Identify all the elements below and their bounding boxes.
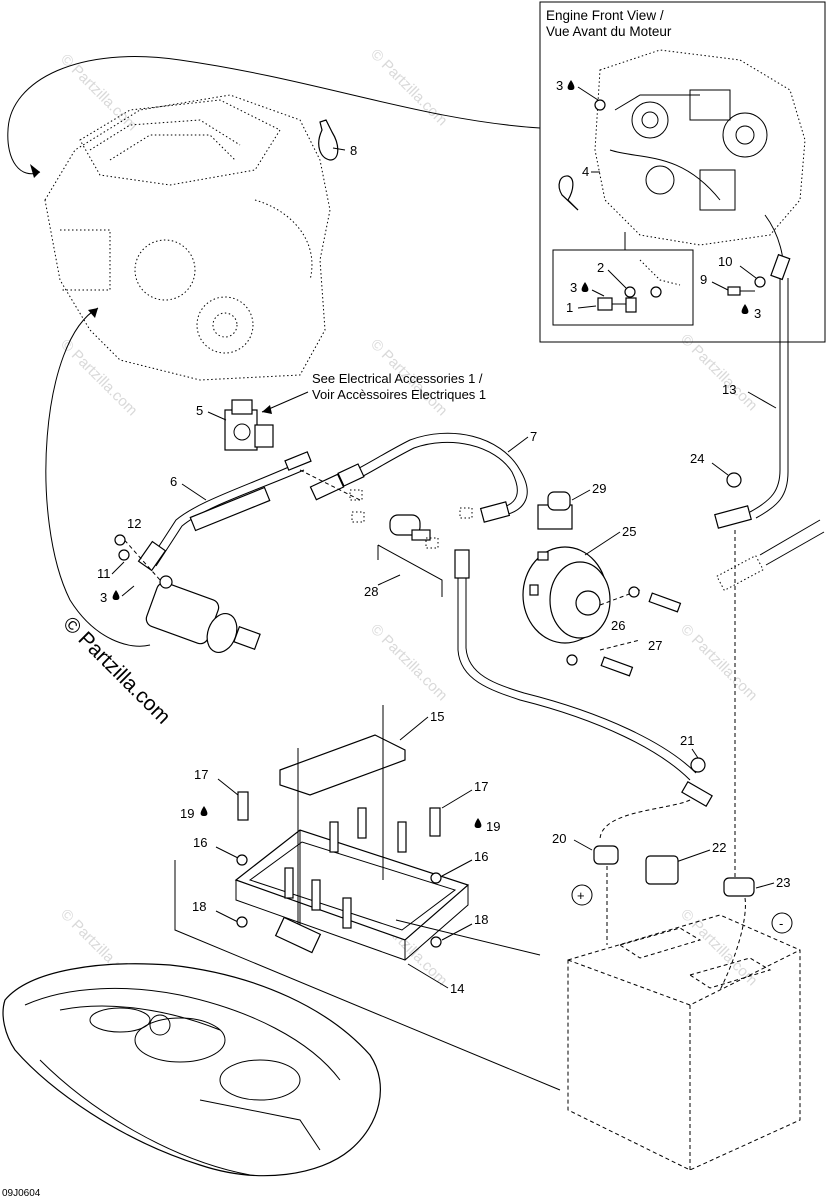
- note-line1: See Electrical Accessories 1 /: [312, 371, 483, 386]
- callout-16b: 16: [474, 849, 488, 864]
- callout-13: 13: [722, 382, 736, 397]
- callout-17: 17: [194, 767, 208, 782]
- callout-1: 1: [566, 300, 573, 315]
- sealant-drop-icon: [567, 80, 575, 90]
- watermark-text: © Partzilla.com: [57, 336, 140, 419]
- callout-11: 11: [97, 566, 111, 581]
- watermark-text: © Partzilla.com: [677, 331, 760, 414]
- callout-22: 22: [712, 840, 726, 855]
- callout-6: 6: [170, 474, 177, 489]
- sealant-drop-icon: [581, 282, 589, 292]
- battery-tray-assembly: 15 14 17 19 17 19 16 16 18 18: [180, 705, 500, 996]
- hardware-subbox: [552, 249, 694, 326]
- callout-4: 4: [582, 164, 589, 179]
- boat-illustration: [2, 963, 381, 1177]
- callout-3d: 3: [100, 590, 107, 605]
- callout-18b: 18: [474, 912, 488, 927]
- battery-outline: [567, 914, 801, 1171]
- callout-3: 3: [556, 78, 563, 93]
- watermark-text: © Partzilla.com: [367, 46, 450, 129]
- part-20-positive-clamp: [593, 845, 619, 865]
- tray-to-boat-line: [174, 860, 561, 1091]
- callout-20: 20: [552, 831, 566, 846]
- callout-3c: 3: [754, 306, 761, 321]
- positive-symbol: +: [577, 888, 585, 903]
- callout-21: 21: [680, 733, 694, 748]
- callout-9: 9: [700, 272, 707, 287]
- callout-15: 15: [430, 709, 444, 724]
- part-22-boot: [645, 855, 679, 885]
- watermark-text: © Partzilla.com: [367, 621, 450, 704]
- sealant-drop-icon: [112, 590, 120, 600]
- part-25-horn: 25: [522, 524, 636, 644]
- part-29-boot: 29: [537, 481, 606, 530]
- watermark-text: © Partzilla.com: [677, 621, 760, 704]
- callout-16: 16: [193, 835, 207, 850]
- callout-18: 18: [192, 899, 206, 914]
- callout-10: 10: [718, 254, 732, 269]
- callout-27: 27: [648, 638, 662, 653]
- part-1-screw-head: [597, 297, 613, 311]
- sealant-drop-icon: [474, 818, 482, 828]
- part-13-cable: 13 24: [690, 278, 825, 880]
- part-21-cable: 21: [454, 549, 713, 841]
- nut: [351, 511, 365, 523]
- inset-title-line2: Vue Avant du Moteur: [546, 24, 672, 39]
- starter-motor: 12 11 3: [97, 516, 261, 653]
- callout-25: 25: [622, 524, 636, 539]
- callout-19: 19: [180, 806, 194, 821]
- watermark-text: © Partzilla.com: [57, 51, 140, 134]
- positive-marker: [571, 884, 593, 906]
- engine-illustration: [44, 94, 331, 381]
- part-4-clip: [558, 175, 579, 211]
- arrow-head: [30, 164, 40, 178]
- callout-17b: 17: [474, 779, 488, 794]
- part-5-solenoid: 5: [196, 399, 274, 451]
- copyright-text: © Partzilla.com: [58, 612, 174, 728]
- part-9-screw: [727, 286, 741, 296]
- callout-14: 14: [450, 981, 464, 996]
- callout-7: 7: [530, 429, 537, 444]
- engine-starter-link-line: [45, 307, 151, 647]
- inset-frame: [539, 1, 826, 343]
- callout-5: 5: [196, 403, 203, 418]
- engine-front-illustration: [594, 49, 806, 246]
- callout-23: 23: [776, 875, 790, 890]
- tray-to-battery-line: [395, 919, 541, 956]
- parts-26-27-screws: 26 27: [566, 586, 682, 677]
- part-23-negative-clamp: [723, 877, 755, 897]
- callout-8: 8: [350, 143, 357, 158]
- view-arrow-line: [7, 56, 541, 175]
- callout-26: 26: [611, 618, 625, 633]
- callout-29: 29: [592, 481, 606, 496]
- callout-19b: 19: [486, 819, 500, 834]
- inset-callouts: 3 4 2 3 1 10 9 3: [556, 78, 791, 321]
- part-10-washer: [754, 276, 766, 288]
- callout-2: 2: [597, 260, 604, 275]
- diagram-code: 09J0604: [2, 1188, 41, 1199]
- callout-24: 24: [690, 451, 704, 466]
- sealant-drop-icon: [741, 304, 749, 314]
- part-7-cable: 7: [309, 429, 537, 523]
- inset-title-line1: Engine Front View /: [546, 8, 664, 23]
- negative-symbol: -: [779, 916, 783, 931]
- negative-marker: [771, 912, 793, 934]
- part-6-cable: 6: [137, 451, 312, 572]
- sealant-drop-icon: [200, 806, 208, 816]
- cable-13-terminal: [770, 253, 791, 281]
- callout-28: 28: [364, 584, 378, 599]
- callout-12: 12: [127, 516, 141, 531]
- arrow-head: [88, 308, 98, 318]
- part-28-terminal-group: 28: [364, 514, 443, 599]
- callout-3b: 3: [570, 280, 577, 295]
- part-15-bracket: [279, 734, 406, 796]
- part-8-clamp: 8: [318, 119, 357, 161]
- engine-front-view-inset: Engine Front View / Vue Avant du Moteur: [539, 1, 826, 343]
- battery-assembly: 20 22 23 + -: [552, 831, 801, 1171]
- part-2-washer: [624, 286, 636, 298]
- nut: [459, 507, 473, 519]
- nut: [349, 489, 363, 501]
- note-line2: Voir Accèssoires Electriques 1: [312, 387, 486, 402]
